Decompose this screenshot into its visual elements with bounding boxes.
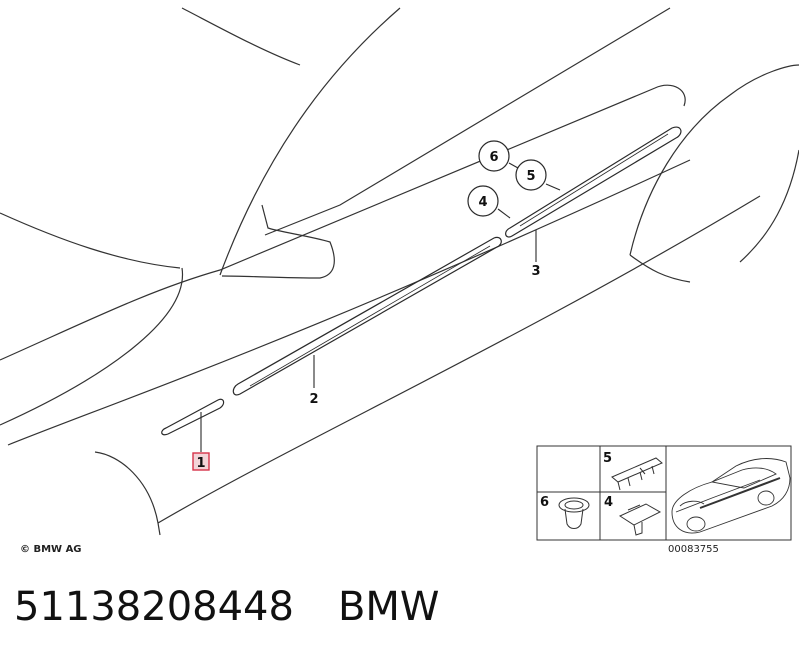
callout-4[interactable]: 4	[467, 185, 499, 217]
brand-name: BMW	[337, 584, 440, 630]
callout-4-label: 4	[478, 195, 487, 210]
callout-5[interactable]: 5	[515, 159, 547, 191]
callout-6-label: 6	[489, 150, 498, 165]
callout-3-label: 3	[531, 264, 540, 279]
copyright-text: © BMW AG	[20, 544, 82, 555]
car-thumbnail	[671, 458, 791, 534]
rear-arch-lower	[629, 254, 691, 283]
clip-4-thumbnail	[618, 503, 662, 536]
part-caption: 51138208448 BMW	[14, 584, 439, 630]
callout-1-label: 1	[196, 456, 205, 471]
callout-5-label: 5	[526, 169, 535, 184]
door-shoulder-line	[7, 159, 691, 446]
a-pillar-line	[219, 7, 401, 276]
part-number: 51138208448	[14, 584, 294, 630]
callout-2-label: 2	[309, 392, 318, 407]
callout-2[interactable]: 2	[309, 392, 318, 407]
car-body-outline	[0, 7, 799, 536]
thumb-label-6: 6	[540, 495, 549, 510]
image-code: 00083755	[668, 544, 719, 555]
hood-line	[0, 212, 181, 269]
upper-body-line	[0, 84, 686, 361]
side-mirror	[221, 204, 335, 279]
callout-6[interactable]: 6	[478, 140, 510, 172]
thumb-label-4: 4	[604, 495, 613, 510]
grommet-6-thumbnail	[558, 497, 590, 529]
trim-strip-door	[232, 236, 502, 396]
thumb-label-5: 5	[603, 451, 612, 466]
clip-5-thumbnail	[611, 457, 663, 491]
trim-inner-line-door	[249, 245, 491, 387]
trim-strip-front	[161, 398, 225, 436]
rear-body-edge	[739, 149, 799, 263]
rear-wheel-arch	[629, 64, 799, 256]
trim-inner-line-rear	[519, 133, 669, 227]
front-wheel-arch	[94, 451, 161, 536]
window-line	[264, 7, 671, 236]
leader-lines	[200, 162, 561, 452]
front-fender-curve	[0, 267, 184, 426]
trim-strip-rear	[505, 126, 682, 238]
callout-1[interactable]: 1	[192, 452, 210, 471]
thumbnail-panel: 5 6 4 00083755	[536, 445, 792, 555]
rocker-line	[157, 195, 761, 524]
trim-strips	[161, 126, 682, 436]
callout-3[interactable]: 3	[531, 264, 540, 279]
roof-line	[181, 7, 301, 66]
